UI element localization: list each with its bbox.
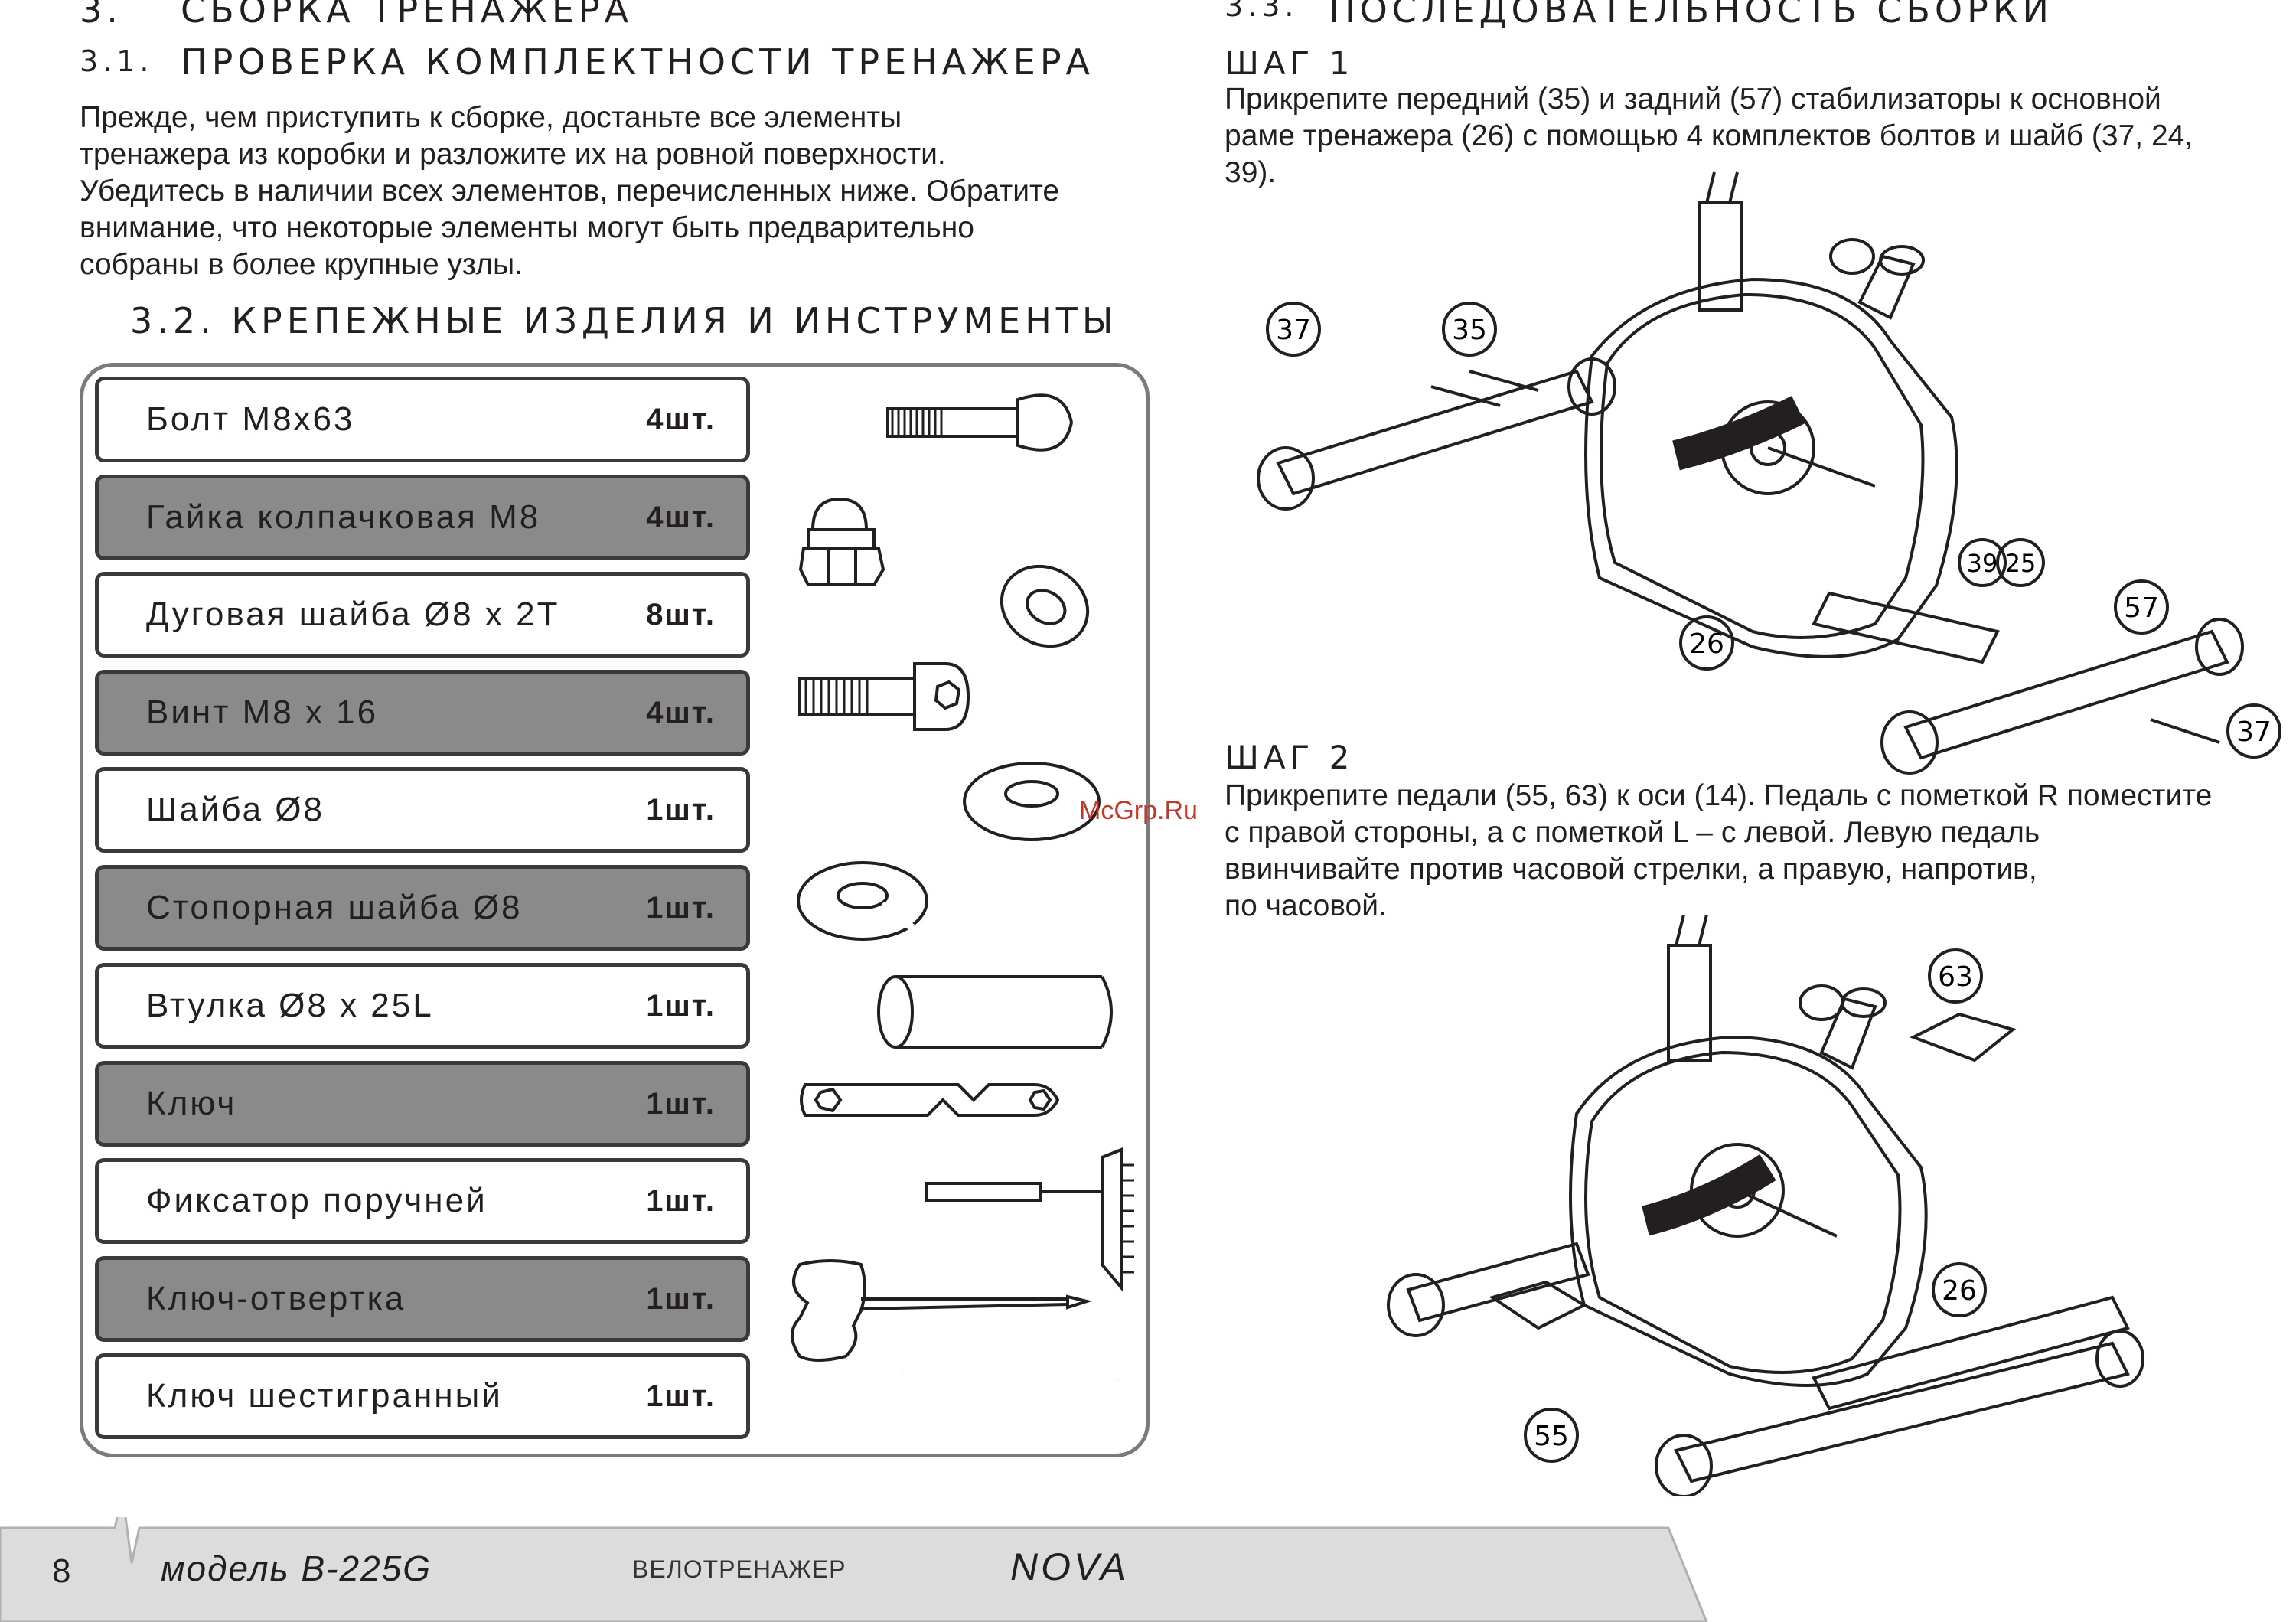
- part-name: Гайка колпачковая М8: [146, 498, 541, 536]
- part-quantity: 1шт.: [646, 1379, 716, 1413]
- step2-line: ввинчивайте против часовой стрелки, а пр…: [1225, 853, 2037, 886]
- step2-line: с правой стороны, а с пометкой L – с лев…: [1225, 816, 2040, 849]
- washer-icon: [963, 762, 1101, 841]
- knob-icon: [925, 1147, 1134, 1292]
- brand-logo: NOVA: [1010, 1545, 1129, 1588]
- hex-key-icon: [899, 1368, 1119, 1431]
- callout-35: 35: [1452, 315, 1487, 346]
- parts-list-row: Фиксатор поручней 1шт.: [95, 1158, 750, 1244]
- section-number: 3.: [80, 0, 122, 31]
- callout-57: 57: [2124, 592, 2159, 624]
- step1-line: раме тренажера (26) с помощью 4 комплект…: [1225, 119, 2193, 152]
- step2-line: по часовой.: [1225, 889, 1387, 922]
- model-name: модель B-225G: [161, 1549, 432, 1588]
- bolt-icon: [886, 393, 1074, 452]
- step2-line: Прикрепите педали (55, 63) к оси (14). П…: [1225, 779, 2213, 812]
- part-quantity: 1шт.: [646, 988, 716, 1023]
- subsection-title-3-2: 3.2. КРЕПЕЖНЫЕ ИЗДЕЛИЯ И ИНСТРУМЕНТЫ: [130, 300, 1118, 341]
- callout-26: 26: [1942, 1275, 1977, 1307]
- intro-line: Прежде, чем приступить к сборке, достань…: [80, 101, 902, 134]
- part-name: Фиксатор поручней: [146, 1182, 488, 1219]
- part-name: Ключ: [146, 1085, 237, 1122]
- bike-assembled-illustration: [1387, 915, 2144, 1496]
- intro-line: тренажера из коробки и разложите их на р…: [80, 138, 946, 171]
- callout-37b: 37: [2236, 716, 2272, 748]
- step1-text: Прикрепите передний (35) и задний (57) с…: [1225, 81, 2281, 191]
- part-quantity: 1шт.: [646, 1183, 716, 1218]
- parts-illustrations: [791, 393, 1134, 1431]
- part-quantity: 1шт.: [646, 1281, 716, 1316]
- footer-band: [0, 1517, 1708, 1622]
- part-quantity: 8шт.: [646, 597, 716, 632]
- parts-list-row: Ключ шестигранный 1шт.: [95, 1353, 750, 1439]
- callout-63: 63: [1938, 961, 1973, 993]
- parts-list-row: Ключ-отвертка 1шт.: [95, 1256, 750, 1342]
- step2-text: Прикрепите педали (55, 63) к оси (14). П…: [1225, 778, 2296, 925]
- part-name: Шайба Ø8: [146, 791, 325, 828]
- section-title: СБОРКА ТРЕНАЖЕРА: [181, 0, 634, 31]
- subsection-title-3-1: ПРОВЕРКА КОМПЛЕКТНОСТИ ТРЕНАЖЕРА: [181, 41, 1095, 83]
- step1-line: 39).: [1225, 156, 1277, 189]
- subsection-number-3-1: 3.1.: [80, 44, 154, 78]
- step1-diagram: 37 35 39 25 57 26 37: [1257, 171, 2281, 775]
- part-name: Винт М8 х 16: [146, 694, 379, 731]
- step2-title: ШАГ 2: [1225, 739, 1355, 776]
- step1-title: ШАГ 1: [1225, 44, 1355, 82]
- part-name: Стопорная шайба Ø8: [146, 889, 523, 926]
- callout-25: 25: [2005, 549, 2037, 578]
- cap-nut-icon: [798, 497, 885, 586]
- part-quantity: 1шт.: [646, 1086, 716, 1121]
- bike-frame-illustration: [1257, 171, 2244, 775]
- step1-callouts: 37 35 39 25 57 26 37: [1266, 302, 2281, 759]
- part-quantity: 1шт.: [646, 792, 716, 827]
- step2-diagram: 63 26 55: [1387, 915, 2144, 1496]
- arc-washer-icon: [1000, 564, 1090, 648]
- part-name: Втулка Ø8 х 25L: [146, 987, 434, 1024]
- part-quantity: 4шт.: [646, 402, 716, 436]
- parts-list-row: Дуговая шайба Ø8 х 2Т 8шт.: [95, 572, 750, 658]
- page-number: 8: [52, 1552, 71, 1590]
- product-category: ВЕЛОТРЕНАЖЕР: [632, 1555, 846, 1583]
- parts-list-row: Винт М8 х 16 4шт.: [95, 670, 750, 756]
- part-name: Ключ-отвертка: [146, 1280, 406, 1317]
- intro-line: Убедитесь в наличии всех элементов, пере…: [80, 175, 1060, 207]
- intro-paragraph: Прежде, чем приступить к сборке, достань…: [80, 100, 1166, 283]
- intro-line: собраны в более крупные узлы.: [80, 248, 523, 281]
- part-name: Дуговая шайба Ø8 х 2Т: [146, 596, 560, 633]
- part-quantity: 4шт.: [646, 500, 716, 534]
- screwdriver-icon: [791, 1259, 1093, 1362]
- screw-icon: [798, 662, 970, 731]
- parts-list-row: Шайба Ø8 1шт.: [95, 767, 750, 853]
- parts-list-row: Гайка колпачковая М8 4шт.: [95, 475, 750, 560]
- watermark: McGrp.Ru: [1079, 796, 1198, 825]
- intro-line: внимание, что некоторые элементы могут б…: [80, 211, 974, 244]
- step2-callouts: 63 26 55: [1524, 948, 1987, 1463]
- bushing-icon: [877, 975, 1113, 1049]
- part-quantity: 4шт.: [646, 695, 716, 729]
- step1-line: Прикрепите передний (35) и задний (57) с…: [1225, 83, 2161, 116]
- parts-list-frame: [80, 363, 1150, 1457]
- callout-55: 55: [1534, 1421, 1569, 1452]
- subsection-number-3-3: 3.3.: [1225, 0, 1299, 23]
- parts-list-row: Втулка Ø8 х 25L 1шт.: [95, 963, 750, 1049]
- subsection-title-3-3: ПОСЛЕДОВАТЕЛЬНОСТЬ СБОРКИ: [1329, 0, 2053, 31]
- parts-list-row: Болт М8х63 4шт.: [95, 377, 750, 462]
- callout-26: 26: [1689, 628, 1724, 660]
- part-quantity: 1шт.: [646, 890, 716, 925]
- wrench-icon: [800, 1083, 1060, 1117]
- parts-list-row: Стопорная шайба Ø8 1шт.: [95, 865, 750, 951]
- callout-37: 37: [1276, 315, 1311, 346]
- parts-list-row: Ключ 1шт.: [95, 1061, 750, 1147]
- part-name: Ключ шестигранный: [146, 1377, 503, 1415]
- lock-washer-icon: [797, 861, 928, 941]
- part-name: Болт М8х63: [146, 400, 355, 438]
- callout-39: 39: [1967, 549, 1998, 578]
